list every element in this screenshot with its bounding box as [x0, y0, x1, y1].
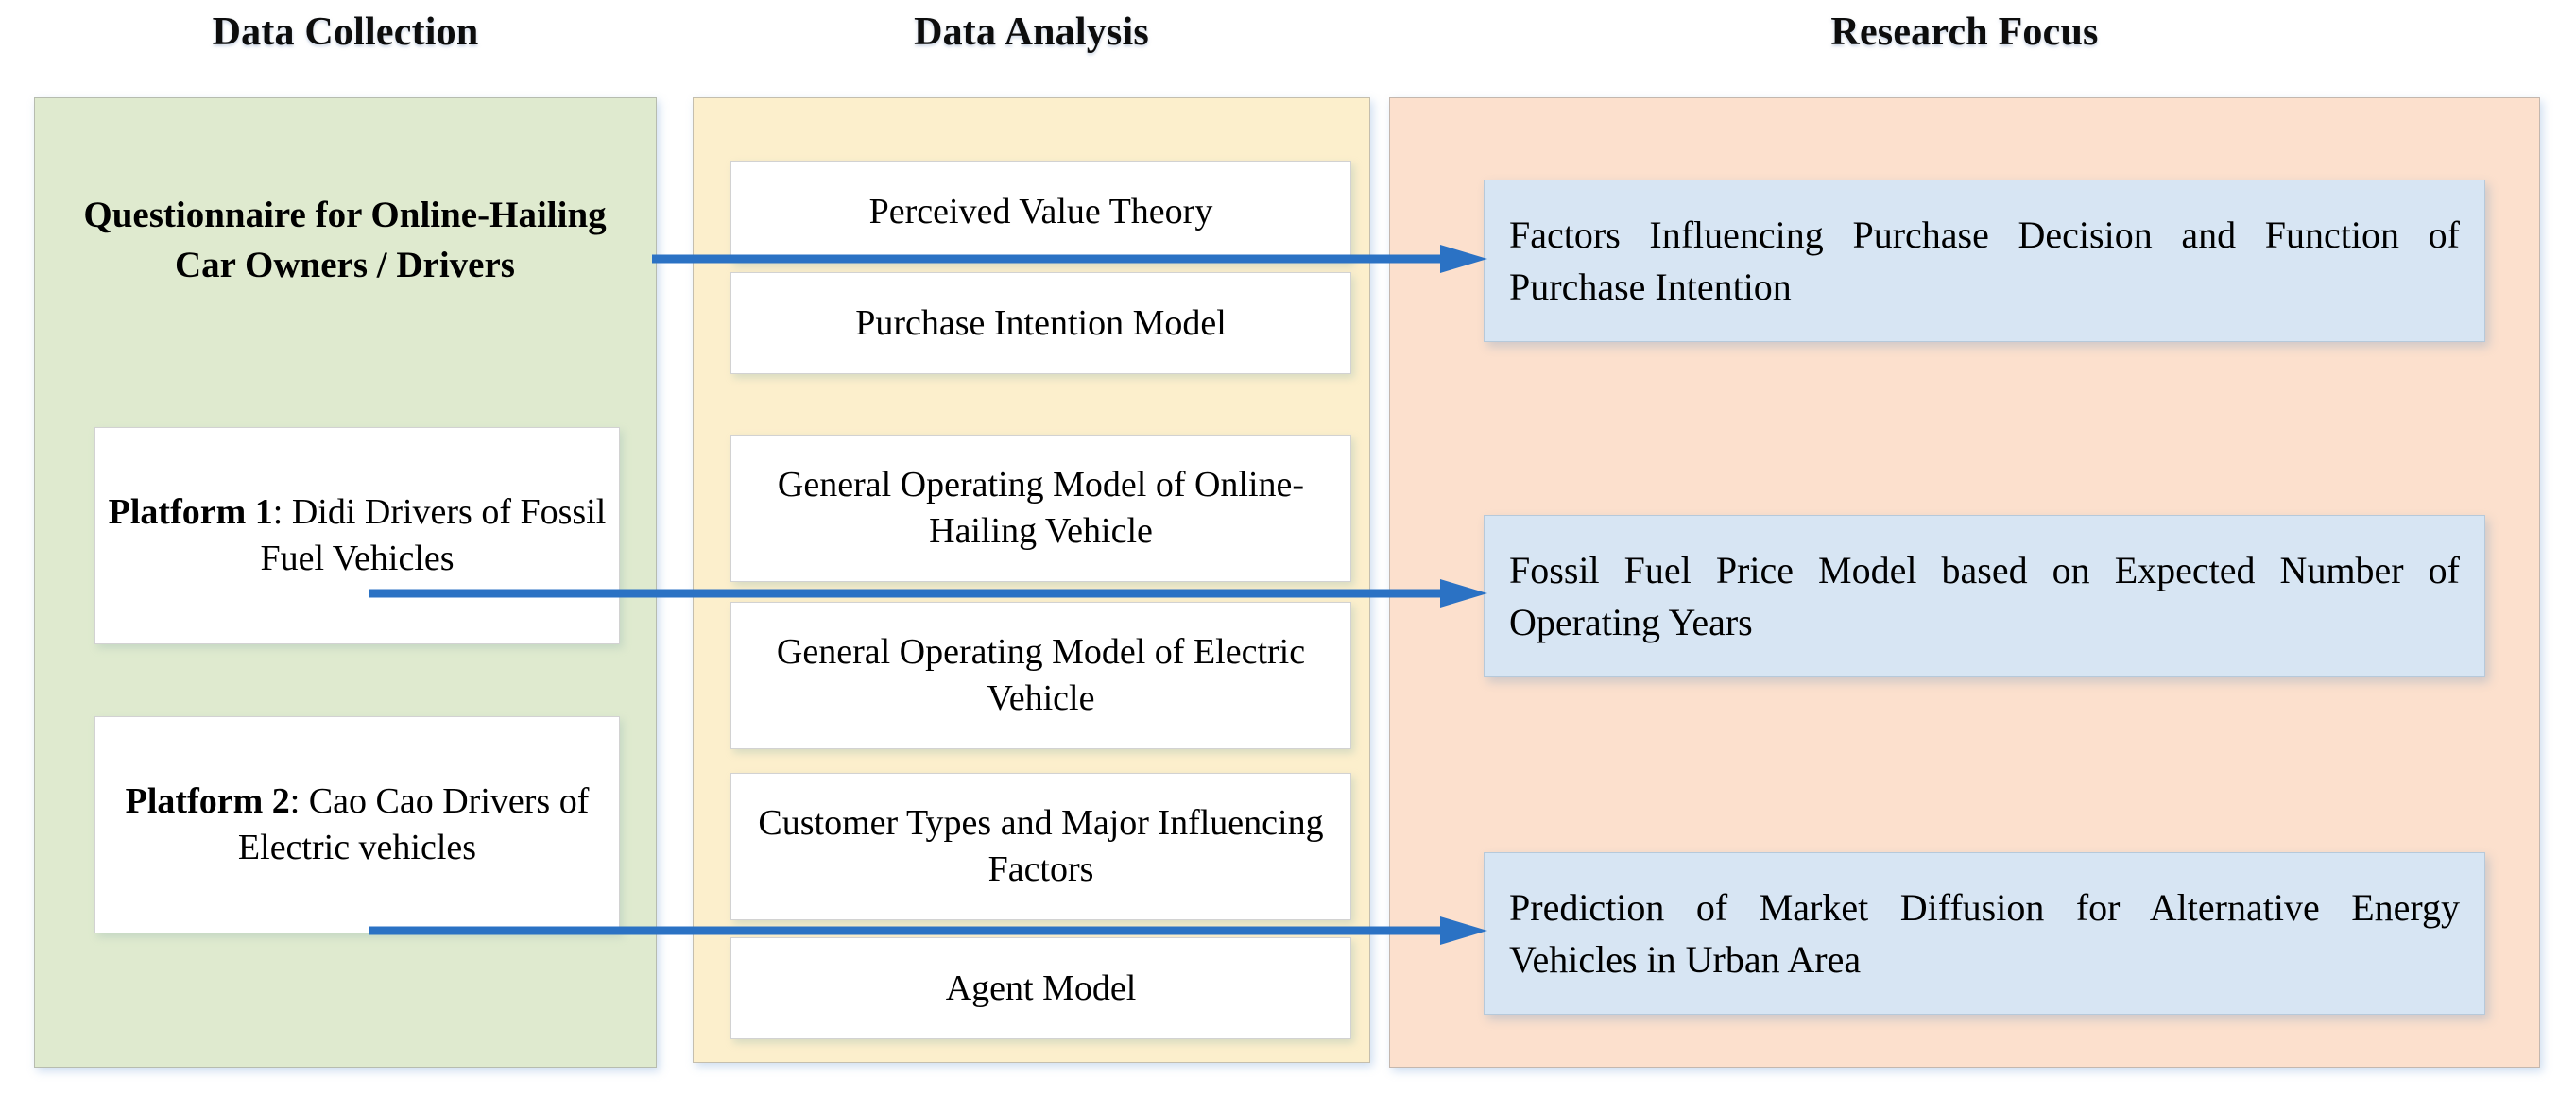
card-platform-2: Platform 2: Cao Cao Drivers of Electric … [94, 716, 620, 933]
card-prediction-market-diffusion-text: Prediction of Market Diffusion for Alter… [1509, 885, 2460, 981]
card-platform-2-label: Platform 2 [125, 781, 290, 822]
card-factors-influencing-purchase: Factors Influencing Purchase Decision an… [1484, 180, 2485, 342]
arrow-right-icon-questionnaire-to-factors [652, 245, 1493, 273]
card-agent-model: Agent Model [730, 937, 1351, 1039]
card-platform-1-label: Platform 1 [108, 492, 273, 533]
card-platform-1: Platform 1: Didi Drivers of Fossil Fuel … [94, 427, 620, 644]
column-header-data-collection: Data Collection [212, 10, 479, 54]
card-fossil-fuel-price-model-text: Fossil Fuel Price Model based on Expecte… [1509, 548, 2460, 643]
card-prediction-market-diffusion: Prediction of Market Diffusion for Alter… [1484, 852, 2485, 1015]
arrow-right-icon-platform2-to-prediction [369, 916, 1493, 945]
card-platform-2-text: : Cao Cao Drivers of Electric vehicles [237, 781, 590, 867]
column-header-data-analysis: Data Analysis [914, 10, 1149, 54]
card-purchase-intention-model: Purchase Intention Model [730, 272, 1351, 374]
arrow-right-icon-platform1-to-fossil [369, 579, 1493, 608]
card-perceived-value-theory: Perceived Value Theory [730, 161, 1351, 263]
card-fossil-fuel-price-model: Fossil Fuel Price Model based on Expecte… [1484, 515, 2485, 677]
card-questionnaire: Questionnaire for Online-Hailing Car Own… [83, 195, 607, 285]
column-header-research-focus: Research Focus [1830, 10, 2099, 54]
card-factors-influencing-purchase-text: Factors Influencing Purchase Decision an… [1509, 213, 2460, 308]
card-platform-1-text: : Didi Drivers of Fossil Fuel Vehicles [260, 492, 607, 578]
card-general-operating-model-electric-vehicle: General Operating Model of Electric Vehi… [730, 602, 1351, 749]
card-general-operating-model-online-hailing: General Operating Model of Online-Hailin… [730, 435, 1351, 582]
card-customer-types-factors: Customer Types and Major Influencing Fac… [730, 773, 1351, 920]
